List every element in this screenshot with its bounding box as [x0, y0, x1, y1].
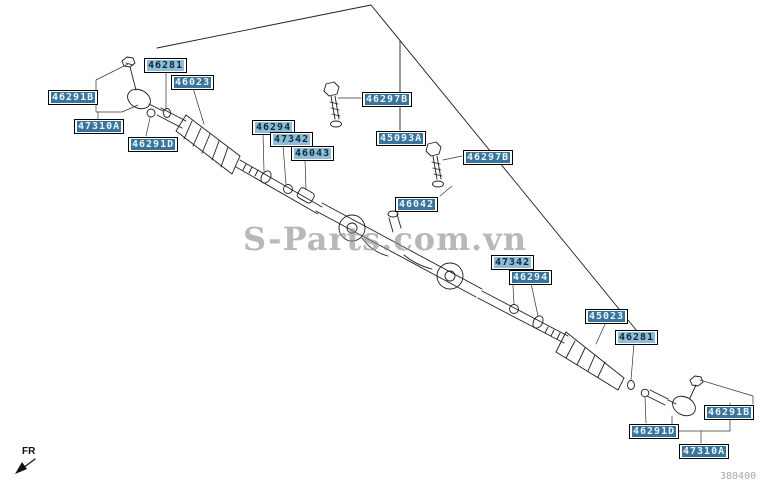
mount-bolt-1: [323, 81, 342, 128]
washer-left: [146, 108, 156, 118]
part-label-46294-left[interactable]: 46294: [252, 120, 296, 135]
leader-lines: [95, 63, 754, 444]
part-label-46043-left[interactable]: 46043: [291, 146, 335, 161]
figure-code: 380400: [720, 471, 757, 480]
part-label-46294-right[interactable]: 46294: [509, 270, 553, 285]
part-label-46291d-right-washer[interactable]: 46291D: [629, 424, 680, 439]
part-label-46291b-right-nut[interactable]: 46291B: [704, 405, 755, 420]
assembly-bracket: [156, 4, 638, 332]
part-label-46281-left-band[interactable]: 46281: [144, 58, 188, 73]
mount-bolt-2: [425, 141, 444, 188]
part-label-46297b-bolt-2[interactable]: 46297B: [463, 150, 514, 165]
front-direction-arrow-icon: [15, 458, 36, 474]
part-label-46042[interactable]: 46042: [395, 197, 439, 212]
part-label-46291d-left-washer[interactable]: 46291D: [128, 137, 179, 152]
boot-right: [555, 331, 625, 391]
inner-tie-rod-left: [235, 159, 323, 215]
boot-band-right: [627, 380, 635, 390]
rack-housing: [315, 202, 483, 298]
part-label-45023-right-boot[interactable]: 45023: [585, 309, 629, 324]
part-label-46291b-left-nut[interactable]: 46291B: [48, 90, 99, 105]
tie-rod-end-left: [121, 56, 187, 129]
washer-right: [640, 388, 650, 398]
part-label-45093a-gear-assy[interactable]: 45093A: [376, 131, 427, 146]
part-label-47310a-right-end[interactable]: 47310A: [679, 444, 730, 459]
part-label-46023-left-boot[interactable]: 46023: [171, 75, 215, 90]
part-label-47342-left[interactable]: 47342: [270, 132, 314, 147]
part-label-47310a-left-end[interactable]: 47310A: [74, 119, 125, 134]
part-label-46297b-bolt-1[interactable]: 46297B: [362, 92, 413, 107]
inner-tie-rod-right: [477, 290, 569, 344]
watermark: S-Parts.com.vn: [243, 220, 527, 258]
part-label-47342-right[interactable]: 47342: [491, 255, 535, 270]
boot-left: [175, 114, 241, 175]
boot-band-left: [163, 108, 171, 118]
front-direction-label: FR: [22, 446, 36, 457]
part-label-46281-right-band[interactable]: 46281: [615, 330, 659, 345]
tie-rod-end-right: [646, 375, 704, 417]
